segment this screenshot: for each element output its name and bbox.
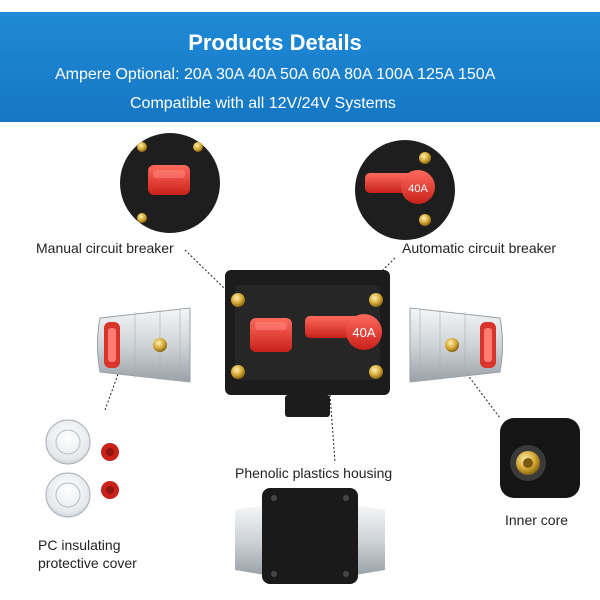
- banner-title: Products Details: [188, 30, 362, 55]
- breaker-rating: 40A: [352, 325, 375, 340]
- inner-core-label: Inner core: [505, 512, 569, 528]
- ampere-options: Ampere Optional: 20A 30A 40A 50A 60A 80A…: [55, 66, 496, 83]
- inner-core-zoom: [488, 411, 592, 515]
- manual-breaker-zoom: [120, 133, 220, 233]
- automatic-breaker-label: Automatic circuit breaker: [402, 240, 557, 256]
- manual-breaker-label: Manual circuit breaker: [36, 240, 174, 256]
- automatic-zoom-rating: 40A: [408, 183, 428, 195]
- fuse-holder: [97, 307, 503, 383]
- protective-caps: [45, 419, 119, 518]
- breaker-body: [225, 270, 390, 417]
- compatibility-note: Compatible with all 12V/24V Systems: [130, 95, 396, 112]
- housing-label: Phenolic plastics housing: [235, 465, 393, 481]
- housing-back-view: [235, 488, 385, 584]
- automatic-breaker-zoom: [355, 140, 455, 240]
- cover-label-line1: PC insulating: [38, 537, 121, 553]
- header-banner: Products Details Ampere Optional: 20A 30…: [0, 12, 600, 122]
- cover-label-line2: protective cover: [38, 555, 137, 571]
